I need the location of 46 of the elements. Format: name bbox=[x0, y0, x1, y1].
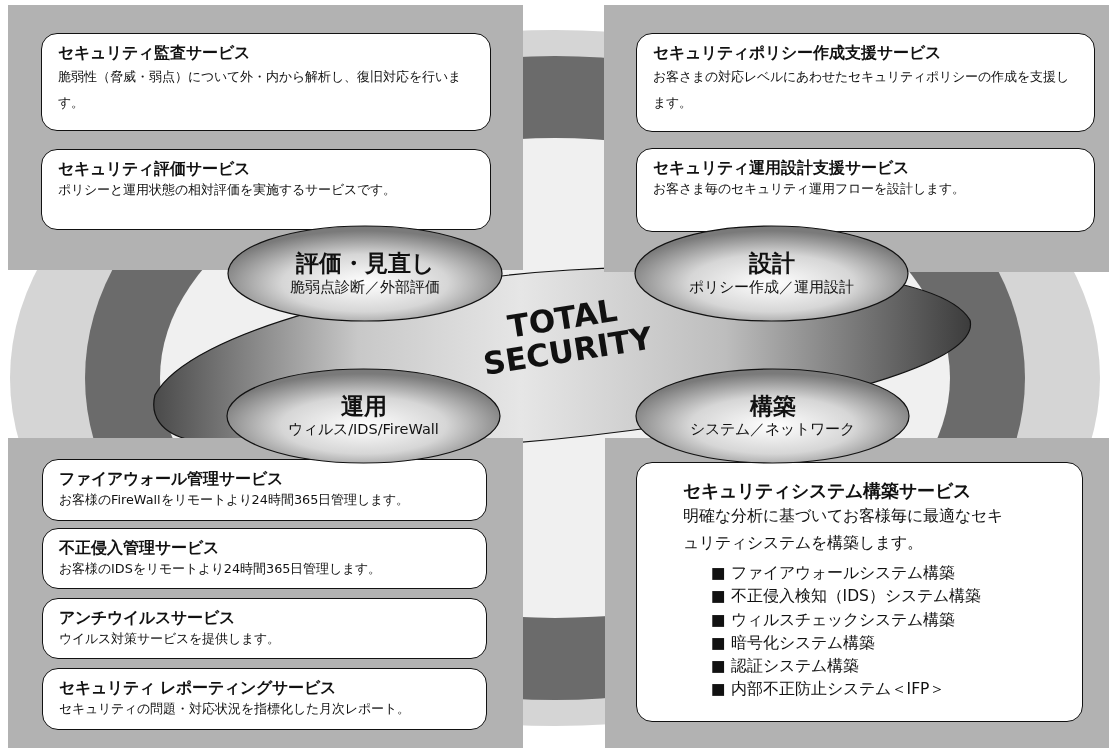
service-description: ポリシーと運用状態の相対評価を実施するサービスです。 bbox=[58, 180, 397, 199]
service-description: お客様のIDSをリモートより24時間365日管理します。 bbox=[59, 559, 383, 578]
service-title: セキュリティ運用設計支援サービス bbox=[653, 158, 910, 179]
phase-ellipse bbox=[227, 225, 503, 322]
phase-title: 評価・見直し bbox=[295, 250, 435, 278]
service-title: セキュリティ監査サービス bbox=[58, 43, 251, 64]
service-description: ウイルス対策サービスを提供します。 bbox=[59, 629, 281, 648]
phase-subtitle: システム／ネットワーク bbox=[690, 420, 855, 440]
service-card bbox=[42, 668, 487, 730]
list-item: ■ 内部不正防止システム＜IFP＞ bbox=[711, 679, 947, 701]
service-title: セキュリティポリシー作成支援サービス bbox=[653, 43, 942, 64]
service-card bbox=[636, 33, 1095, 132]
list-item: ■ 不正侵入検知（IDS）システム構築 bbox=[711, 586, 982, 608]
service-title: セキュリティ評価サービス bbox=[58, 159, 251, 180]
service-card bbox=[636, 462, 1083, 722]
service-card bbox=[41, 33, 491, 131]
service-card bbox=[41, 149, 491, 230]
service-description: お客様のFireWallをリモートより24時間365日管理します。 bbox=[59, 490, 411, 509]
phase-title: 構築 bbox=[749, 392, 796, 421]
list-item: ■ ファイアウォールシステム構築 bbox=[711, 563, 956, 585]
service-title: セキュリティシステム構築サービス bbox=[683, 479, 972, 503]
service-card bbox=[636, 148, 1095, 232]
service-title: ファイアウォール管理サービス bbox=[59, 469, 284, 490]
service-description: セキュリティの問題・対応状況を指標化した月次レポート。 bbox=[59, 699, 411, 718]
service-title: 不正侵入管理サービス bbox=[59, 538, 220, 559]
service-panel bbox=[8, 438, 523, 748]
service-description: お客さま毎のセキュリティ運用フローを設計します。 bbox=[653, 179, 966, 198]
phase-title: 設計 bbox=[748, 250, 795, 278]
list-item: ■ ウィルスチェックシステム構築 bbox=[711, 609, 956, 631]
service-description: 脆弱性（脅威・弱点）について外・内から解析し、復旧対応を行います。 bbox=[58, 67, 462, 112]
list-item: ■ 暗号化システム構築 bbox=[711, 632, 876, 654]
service-card bbox=[42, 598, 487, 659]
service-title: アンチウイルスサービス bbox=[59, 608, 236, 629]
phase-title: 運用 bbox=[340, 392, 387, 421]
center-title: TOTAL SECURITY bbox=[479, 290, 656, 384]
phase-ellipse bbox=[634, 225, 909, 322]
list-item: ■ 認証システム構築 bbox=[711, 656, 860, 678]
phase-subtitle: ウィルス/IDS/FireWall bbox=[288, 420, 439, 440]
service-card bbox=[42, 528, 487, 589]
service-card bbox=[42, 459, 487, 521]
service-description: 明確な分析に基づいてお客様毎に最適なセキュリティシステムを構築します。 bbox=[683, 505, 1004, 554]
phase-subtitle: 脆弱点診断／外部評価 bbox=[290, 277, 440, 297]
service-title: セキュリティ レポーティングサービス bbox=[59, 678, 338, 699]
service-panel bbox=[605, 438, 1109, 748]
service-description: お客さまの対応レベルにあわせたセキュリティポリシーの作成を支援します。 bbox=[653, 67, 1070, 112]
phase-subtitle: ポリシー作成／運用設計 bbox=[689, 277, 854, 297]
